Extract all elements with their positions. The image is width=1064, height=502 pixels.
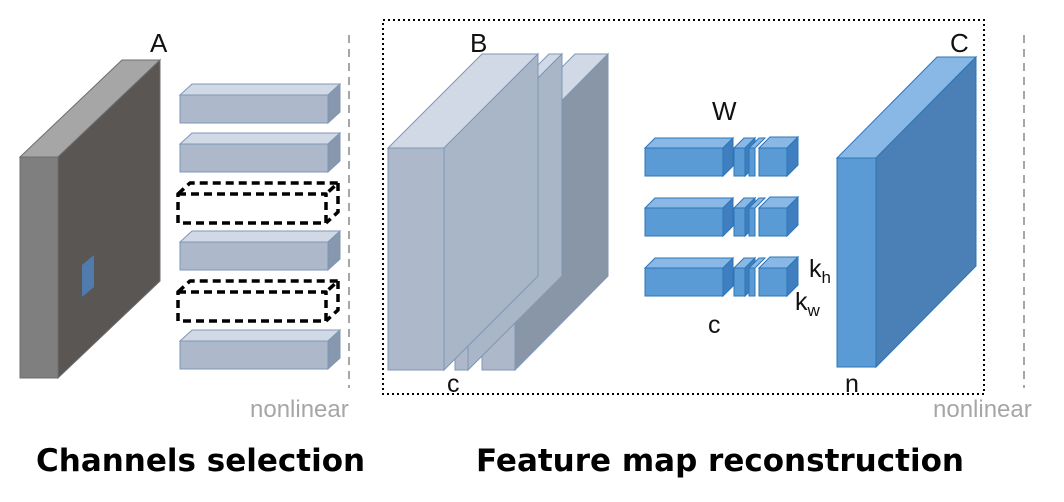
weight-filter-1 xyxy=(643,135,800,178)
tensor-c-label: C xyxy=(950,28,969,58)
weight-filter-2 xyxy=(643,195,800,238)
kernel-w-subscript: w xyxy=(807,301,821,320)
kernel-h-label: kh xyxy=(809,255,831,287)
channel-slice-4 xyxy=(178,328,342,371)
tensor-a-front xyxy=(19,156,59,379)
tensor-c-front xyxy=(836,157,877,368)
channel-slice-1 xyxy=(178,82,342,125)
weights-w-label: W xyxy=(712,96,737,126)
nonlinear-label-left: nonlinear xyxy=(250,396,349,423)
kernel-w-label: kw xyxy=(795,288,821,320)
tensor-a-label: A xyxy=(150,28,168,58)
channel-slice-2 xyxy=(178,131,342,174)
tensor-a-highlight-patch xyxy=(82,255,94,297)
channel-slices xyxy=(176,82,342,371)
reconstruction-region-box xyxy=(382,19,985,395)
caption-feature-map-reconstruction: Feature map reconstruction xyxy=(476,443,964,479)
channels-c-label-weights: c xyxy=(708,311,721,339)
channels-c-label-bottom: c xyxy=(447,370,460,398)
caption-channels-selection: Channels selection xyxy=(36,443,365,479)
tensor-a xyxy=(18,58,162,380)
tensor-c xyxy=(835,55,978,369)
kernel-h-base: k xyxy=(809,255,822,283)
filters-n-label: n xyxy=(845,370,859,398)
channel-slice-3 xyxy=(178,229,342,272)
tensor-b xyxy=(386,52,610,372)
nonlinear-label-right: nonlinear xyxy=(933,396,1032,423)
tensor-b-slab-front-front xyxy=(387,147,445,371)
kernel-h-subscript: h xyxy=(822,268,831,287)
pruned-channel-slice-2 xyxy=(176,279,340,323)
weight-filter-3 xyxy=(643,255,800,298)
pruned-channel-slice-1 xyxy=(176,181,340,225)
weights-w xyxy=(643,135,800,298)
tensor-b-label: B xyxy=(470,28,487,58)
kernel-w-base: k xyxy=(795,288,808,316)
